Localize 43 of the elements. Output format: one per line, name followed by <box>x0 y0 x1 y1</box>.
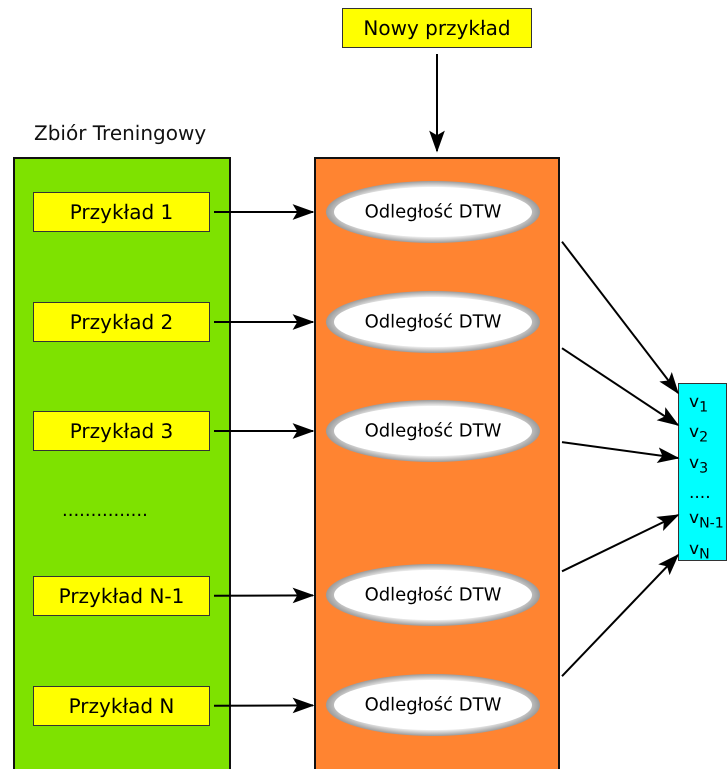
panel-heading: Zbiór Treningowy <box>34 121 206 145</box>
arrow <box>561 241 679 394</box>
node-text: Przykład 1 <box>70 200 174 224</box>
arrow <box>214 698 315 714</box>
distance-ellipse <box>325 399 541 463</box>
node-text: Przykład 2 <box>70 310 174 334</box>
arrow <box>214 314 315 330</box>
distance-ellipse <box>325 180 541 244</box>
distance-ellipse <box>325 290 541 354</box>
arrow <box>214 423 315 439</box>
ellipsis-text: ............... <box>62 500 148 521</box>
distance-list-box <box>678 383 727 561</box>
node-text: Odległość DTW <box>364 420 502 442</box>
arrow <box>214 588 315 604</box>
node-text: Przykład N <box>68 694 174 718</box>
node-text: Przykład N-1 <box>58 584 184 608</box>
example-box <box>33 192 210 232</box>
node-text: v$_{N}$ <box>689 538 711 564</box>
node-text: v$_{2}$ <box>689 421 710 448</box>
distance-ellipse <box>325 673 541 737</box>
node-text: Odległość DTW <box>364 312 502 332</box>
input-box <box>342 8 532 48</box>
arrow <box>562 514 680 572</box>
arrow <box>562 441 680 464</box>
example-box <box>33 576 210 616</box>
node-text: v$_{N-1}$ <box>689 507 725 534</box>
node-text: Odległość DTW <box>364 202 502 222</box>
distance-panel <box>314 157 560 769</box>
arrow <box>561 554 680 677</box>
arrow <box>214 204 315 220</box>
example-box <box>33 686 210 726</box>
node-text: v$_{3}$ <box>689 452 710 478</box>
node-text: .... <box>689 482 712 506</box>
arrow <box>561 347 680 426</box>
node-text: Odległość DTW <box>364 584 502 606</box>
node-text: v$_{1}$ <box>689 391 710 418</box>
example-box <box>33 411 210 451</box>
node-text: Odległość DTW <box>364 694 502 716</box>
node-text: Przykład 3 <box>70 419 174 443</box>
node-text: Nowy przykład <box>363 16 511 40</box>
example-box <box>33 302 210 342</box>
arrow <box>429 54 445 153</box>
distance-ellipse <box>325 563 541 627</box>
